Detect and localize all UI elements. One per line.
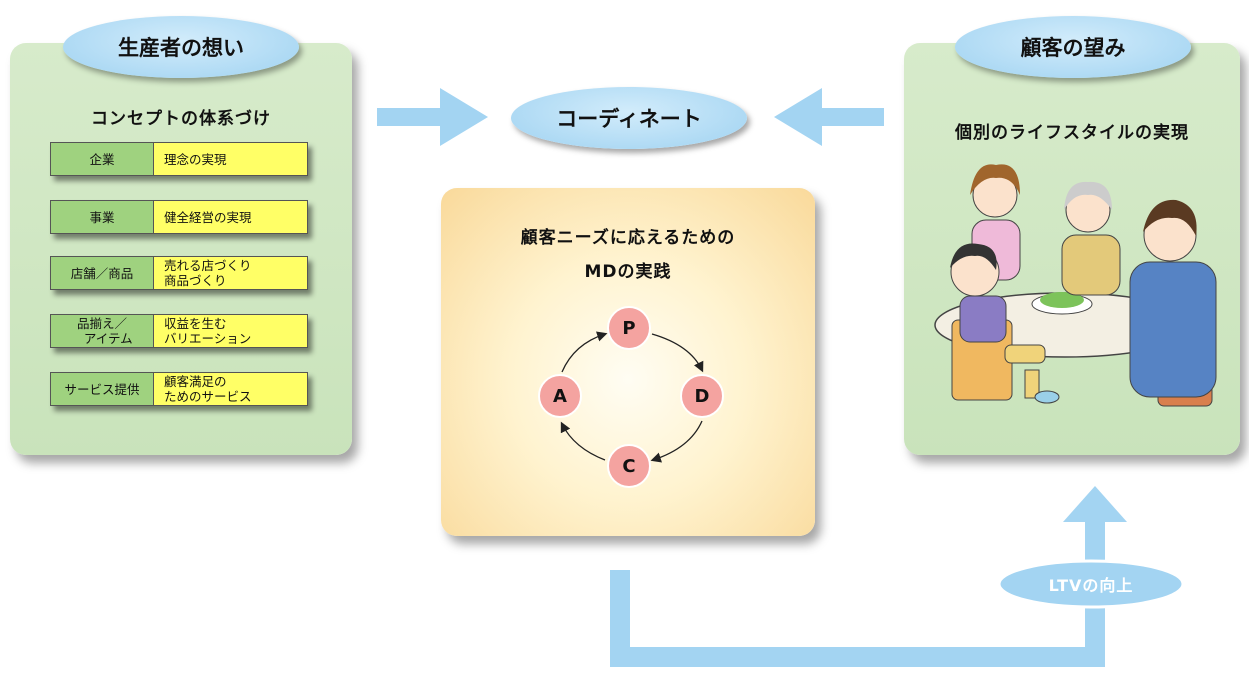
row-category: サービス提供: [50, 372, 154, 406]
row-goal: 理念の実現: [154, 142, 308, 176]
row-goal: 売れる店づくり 商品づくり: [154, 256, 308, 290]
ltv-badge: [997, 559, 1185, 609]
pdca-cycle: P D C A: [538, 306, 724, 488]
concept-row: 品揃え／ アイテム 収益を生む バリエーション: [50, 314, 308, 348]
row-category: 店舗／商品: [50, 256, 154, 290]
row-goal: 健全経営の実現: [154, 200, 308, 234]
concept-row: 店舗／商品 売れる店づくり 商品づくり: [50, 256, 308, 290]
pdca-label-d: D: [695, 386, 710, 407]
arrow-right-icon: [377, 88, 488, 146]
lifestyle-heading: 個別のライフスタイルの実現: [955, 123, 1189, 143]
pdca-node-c: [607, 444, 651, 488]
md-title-line1: 顧客ニーズに応えるための: [520, 228, 736, 248]
row-goal: 顧客満足の ためのサービス: [154, 372, 308, 406]
row-goal: 収益を生む バリエーション: [154, 314, 308, 348]
cycle-arc-p-d: [651, 333, 704, 373]
pdca-node-p: [607, 306, 651, 350]
concept-heading: コンセプトの体系づけ: [91, 109, 271, 129]
producer-title: 生産者の想い: [63, 16, 299, 78]
arrow-left-icon: [774, 88, 884, 146]
pdca-node-a: [538, 374, 582, 418]
concept-row: サービス提供 顧客満足の ためのサービス: [50, 372, 308, 406]
pdca-label-c: C: [622, 456, 635, 477]
pdca-node-d: [680, 374, 724, 418]
coordinate-title: コーディネート: [511, 87, 747, 149]
cycle-arc-a-p: [561, 331, 608, 373]
ltv-label: LTVの向上: [1048, 576, 1134, 595]
cycle-arc-d-c: [650, 420, 703, 463]
customer-title: 顧客の望み: [955, 16, 1191, 78]
md-title-line2: MDの実践: [584, 262, 672, 282]
pdca-label-p: P: [622, 318, 635, 339]
row-category: 企業: [50, 142, 154, 176]
concept-row: 事業 健全経営の実現: [50, 200, 308, 234]
cycle-arc-c-a: [560, 421, 606, 461]
concept-row: 企業 理念の実現: [50, 142, 308, 176]
family-dining-illustration: [934, 164, 1217, 407]
arrow-up-icon: [1063, 486, 1127, 522]
pdca-label-a: A: [553, 386, 567, 407]
row-category: 事業: [50, 200, 154, 234]
row-category: 品揃え／ アイテム: [50, 314, 154, 348]
